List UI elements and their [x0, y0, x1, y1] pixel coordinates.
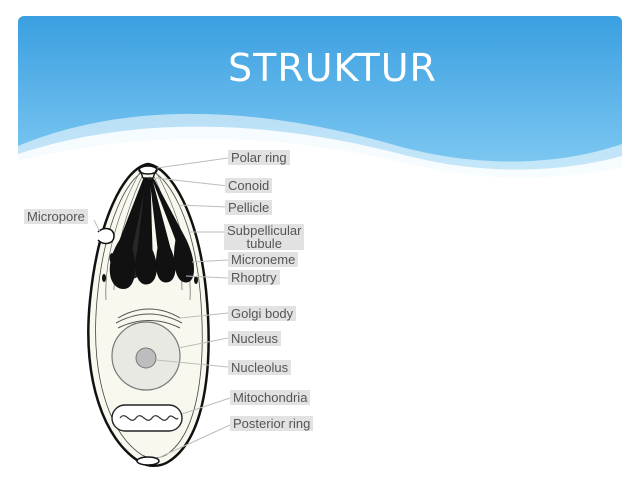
label-micropore: Micropore	[24, 209, 88, 224]
label-rhoptry: Rhoptry	[228, 270, 280, 285]
label-microneme: Microneme	[228, 252, 299, 267]
leader-lines	[93, 157, 231, 459]
label-nucleolus: Nucleolus	[228, 360, 292, 375]
label-polar-ring: Polar ring	[228, 150, 290, 165]
label-subpellicular-line1: Subpellicular	[227, 223, 302, 238]
label-mitochondria: Mitochondria	[230, 390, 311, 405]
micronemes	[102, 253, 198, 284]
polar-ring-shape	[138, 165, 158, 175]
micropore-shape	[97, 227, 115, 245]
banner-wave-graphic	[18, 16, 622, 186]
label-golgi-body: Golgi body	[228, 306, 297, 321]
label-pellicle: Pellicle	[225, 200, 273, 215]
nucleolus-shape	[135, 347, 157, 369]
slide-title: STRUKTUR	[228, 46, 437, 90]
label-nucleus: Nucleus	[228, 331, 281, 346]
label-conoid: Conoid	[225, 178, 273, 193]
title-banner	[18, 16, 622, 186]
label-subpellicular-tubule: Subpellicular tubule	[224, 223, 305, 251]
golgi-body-shape	[115, 308, 183, 329]
label-subpellicular-line2: tubule	[246, 236, 282, 251]
rhoptries	[109, 176, 194, 289]
posterior-ring-shape	[136, 456, 160, 466]
mitochondria-shape	[111, 404, 183, 432]
label-posterior-ring: Posterior ring	[230, 416, 314, 431]
